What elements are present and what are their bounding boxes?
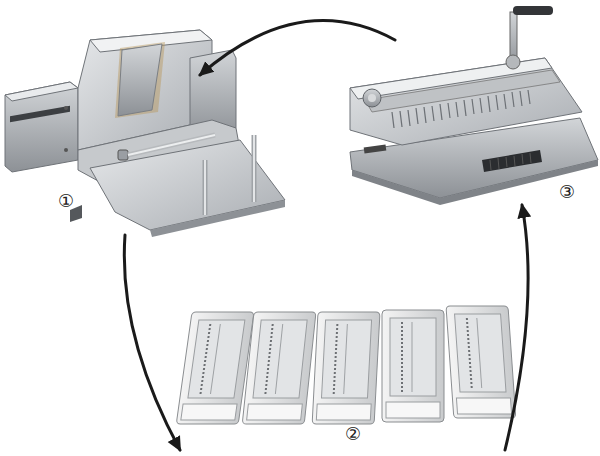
flow-arrow — [505, 205, 528, 450]
flow-arrow — [124, 235, 180, 450]
callout-number: ③ — [559, 182, 575, 202]
machine-node: ② — [180, 300, 505, 450]
machine-node: ③ — [395, 5, 597, 205]
electric-punch — [5, 30, 285, 237]
callout-number: ② — [345, 424, 361, 444]
machine-node: ① — [0, 75, 285, 235]
binding-dies — [176, 306, 516, 424]
flow-arrow — [200, 21, 395, 75]
callout-number: ① — [58, 191, 74, 211]
